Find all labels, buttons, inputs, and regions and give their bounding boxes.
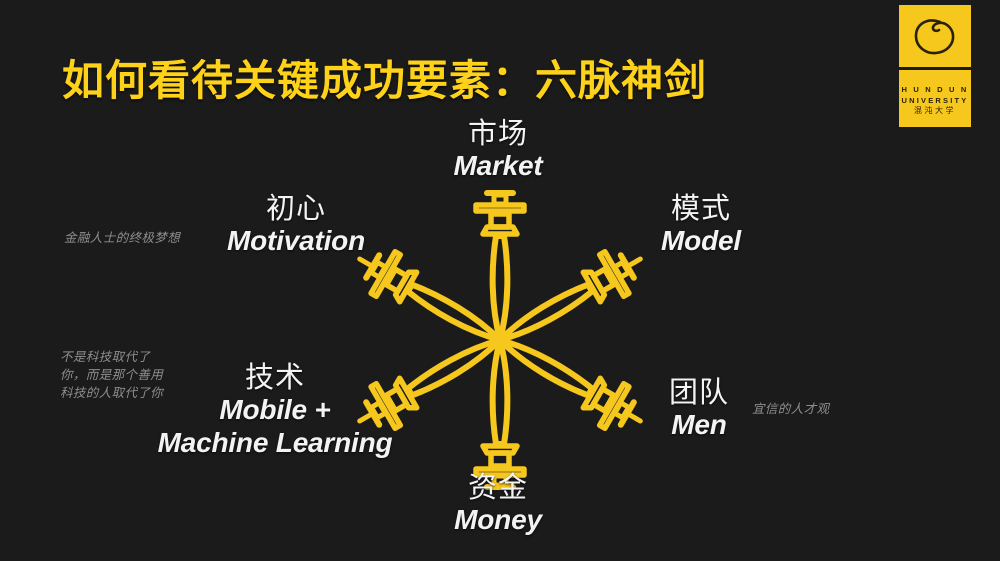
logo-swirl-icon (899, 5, 971, 67)
node-motivation-cn: 初心 (265, 193, 326, 225)
logo-wordmark: H U N D U N UNIVERSITY 混沌大学 (899, 70, 971, 127)
node-tech-en: Mobile + Machine Learning (157, 394, 393, 458)
hundun-university-logo: H U N D U N UNIVERSITY 混沌大学 (899, 5, 971, 127)
node-market-en: Market (453, 150, 543, 182)
logo-line-hundun: H U N D U N (901, 85, 969, 94)
logo-line-university: UNIVERSITY (901, 95, 969, 105)
annotation-motivation: 金融人士的终极梦想 (64, 231, 181, 245)
annotation-tech: 不是科技取代了 你，而是那个善用 科技的人取代了你 (60, 350, 164, 401)
node-model-en: Model (661, 225, 741, 257)
annotation-men: 宜信的人才观 (752, 402, 830, 416)
node-market-cn: 市场 (467, 118, 528, 150)
node-men-cn: 团队 (668, 377, 729, 409)
node-money-en: Money (454, 504, 542, 536)
sword-money (476, 340, 524, 490)
sword-market (476, 190, 524, 340)
node-money-cn: 资金 (467, 472, 528, 504)
node-label-money: 资金 Money (398, 472, 598, 537)
node-men-en: Men (671, 409, 727, 441)
node-label-motivation: 初心 Motivation (196, 193, 396, 258)
node-label-men: 团队 Men (620, 377, 778, 442)
logo-line-chinese: 混沌大学 (914, 106, 956, 115)
node-label-market: 市场 Market (398, 118, 598, 183)
node-model-cn: 模式 (670, 193, 731, 225)
node-label-tech: 技术 Mobile + Machine Learning (150, 362, 400, 459)
node-label-model: 模式 Model (612, 193, 790, 258)
node-motivation-en: Motivation (227, 225, 365, 257)
page-title: 如何看待关键成功要素：六脉神剑 (62, 57, 708, 104)
logo-divider (899, 67, 971, 70)
node-tech-cn: 技术 (244, 362, 305, 394)
